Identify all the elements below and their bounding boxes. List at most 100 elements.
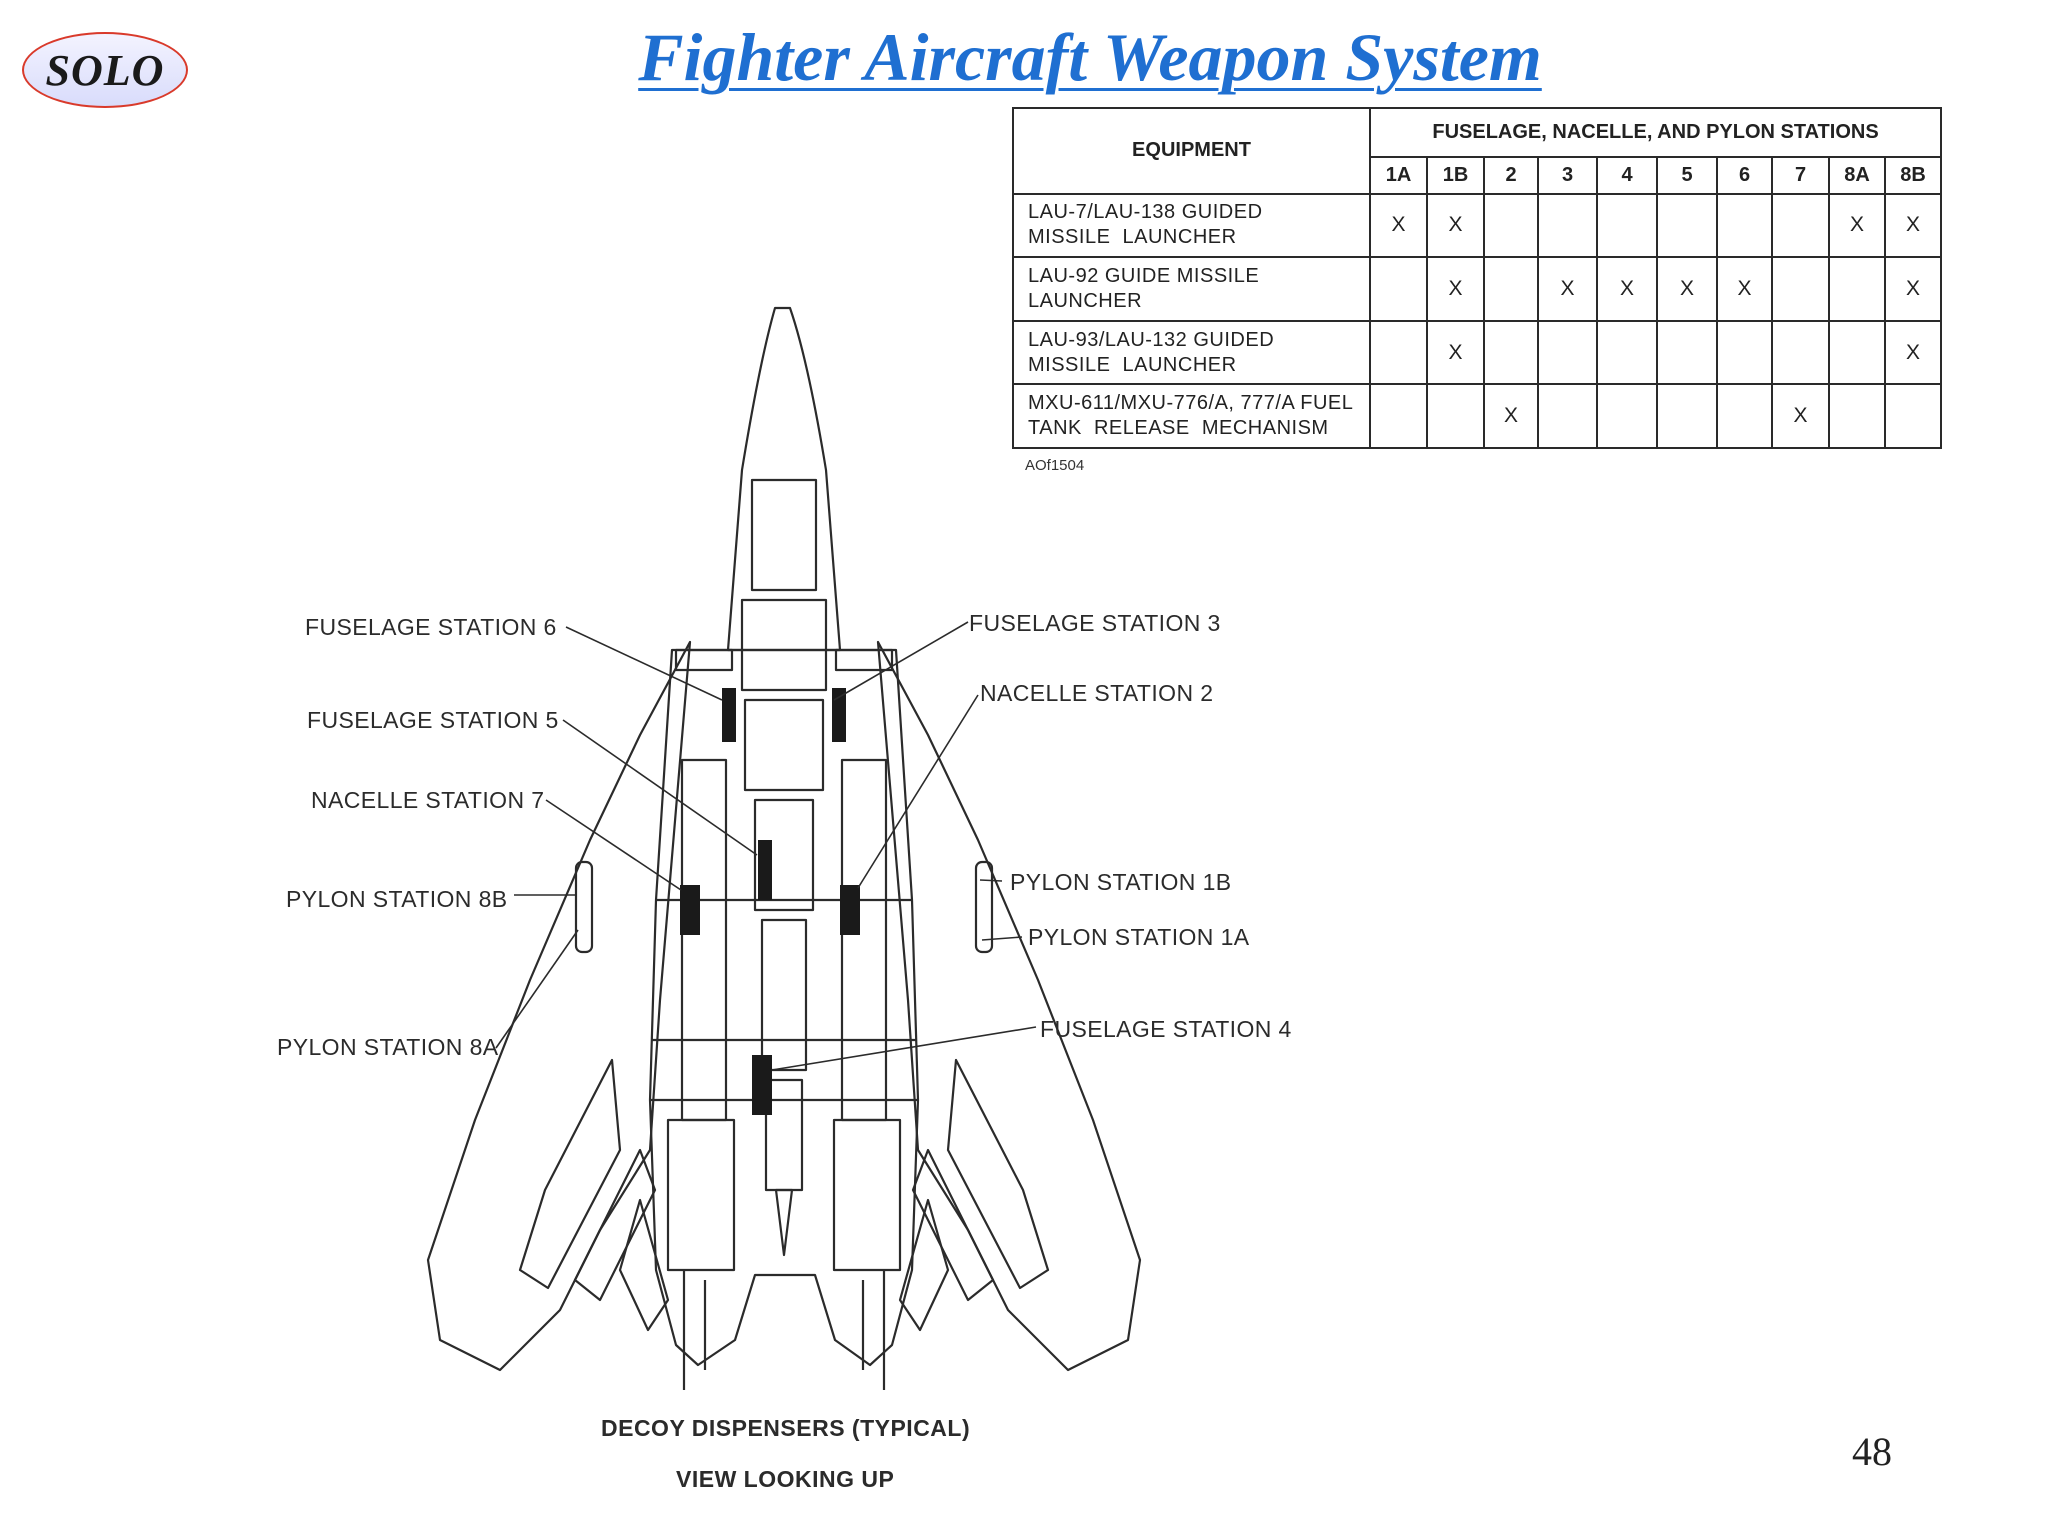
- equipment-station-table: EQUIPMENT FUSELAGE, NACELLE, AND PYLON S…: [1012, 107, 1943, 449]
- label-pylon-station-1b: PYLON STATION 1B: [1010, 869, 1232, 895]
- station-mark-cell: [1369, 383, 1428, 449]
- right-wing: [876, 640, 1142, 1372]
- label-fuselage-station-4: FUSELAGE STATION 4: [1040, 1016, 1292, 1042]
- station-3-mark: [832, 688, 846, 742]
- figure-code: AOf1504: [1025, 457, 1085, 474]
- station-header: 5: [1656, 155, 1718, 195]
- equipment-line-2: MISSILE LAUNCHER: [1028, 353, 1237, 376]
- station-header: 1A: [1369, 155, 1428, 195]
- station-mark-cell: [1369, 256, 1428, 322]
- label-pylon-station-1a: PYLON STATION 1A: [1028, 924, 1250, 950]
- station-header: 3: [1537, 155, 1598, 195]
- leader-lines: [495, 621, 1037, 1071]
- station-mark-cell: [1483, 256, 1539, 322]
- station-header: 7: [1771, 155, 1830, 195]
- label-fuselage-station-3: FUSELAGE STATION 3: [969, 610, 1221, 636]
- station-4-mark: [752, 1055, 772, 1115]
- label-nacelle-station-7: NACELLE STATION 7: [311, 787, 545, 813]
- station-mark-cell: [1828, 256, 1886, 322]
- station-mark-cell: X: [1483, 383, 1539, 449]
- caption-view-looking-up: VIEW LOOKING UP: [676, 1466, 895, 1492]
- station-2-mark: [840, 885, 860, 935]
- station-mark-cell: [1716, 383, 1773, 449]
- station-mark-cell: X: [1716, 256, 1773, 322]
- station-mark-cell: X: [1426, 256, 1485, 322]
- station-5-mark: [758, 840, 772, 900]
- label-nacelle-station-2: NACELLE STATION 2: [980, 680, 1214, 706]
- station-mark-cell: [1369, 319, 1428, 386]
- station-mark-cell: [1828, 383, 1886, 449]
- station-header: 8B: [1883, 155, 1943, 195]
- station-mark-cell: [1596, 383, 1658, 449]
- page-title: Fighter Aircraft Weapon System: [638, 19, 1542, 95]
- station-6-mark: [722, 688, 736, 742]
- station-mark-cell: [1716, 192, 1773, 259]
- station-marks: [680, 688, 860, 1115]
- table-header-row: EQUIPMENT FUSELAGE, NACELLE, AND PYLON S…: [1012, 107, 1943, 195]
- station-mark-cell: [1656, 192, 1718, 259]
- station-mark-cell: [1483, 192, 1539, 259]
- station-mark-cell: [1537, 383, 1598, 449]
- station-mark-cell: X: [1771, 383, 1830, 449]
- station-mark-cell: [1596, 319, 1658, 386]
- center-body: [648, 648, 920, 1367]
- equipment-line-1: MXU-611/MXU-776/A, 777/A FUEL: [1028, 392, 1354, 415]
- station-7-mark: [680, 885, 700, 935]
- station-header: 1B: [1426, 155, 1485, 195]
- station-header: 4: [1596, 155, 1658, 195]
- station-mark-cell: [1656, 319, 1718, 386]
- station-mark-cell: X: [1883, 319, 1943, 386]
- page-number: 48: [1852, 1429, 1892, 1474]
- equipment-line-1: LAU-92 GUIDE MISSILE: [1028, 265, 1260, 287]
- station-mark-cell: X: [1883, 256, 1943, 322]
- station-header: 2: [1483, 155, 1539, 195]
- equipment-header: EQUIPMENT: [1012, 107, 1371, 195]
- station-mark-cell: [1828, 319, 1886, 386]
- station-mark-cell: [1716, 319, 1773, 386]
- stations-header: FUSELAGE, NACELLE, AND PYLON STATIONS: [1368, 107, 1943, 158]
- station-mark-cell: [1771, 319, 1830, 386]
- left-wing: [426, 640, 692, 1372]
- equipment-line-1: LAU-7/LAU-138 GUIDED: [1028, 201, 1263, 224]
- equipment-line-2: MISSILE LAUNCHER: [1028, 226, 1237, 249]
- station-mark-cell: X: [1828, 192, 1886, 259]
- station-mark-cell: [1771, 256, 1830, 322]
- label-fuselage-station-5: FUSELAGE STATION 5: [307, 707, 559, 733]
- aircraft-outline: [426, 306, 1142, 1390]
- caption-decoy-dispensers: DECOY DISPENSERS (TYPICAL): [601, 1415, 971, 1441]
- equipment-line-1: LAU-93/LAU-132 GUIDED: [1028, 328, 1275, 351]
- station-mark-cell: [1771, 192, 1830, 259]
- station-mark-cell: X: [1369, 192, 1428, 259]
- station-mark-cell: X: [1883, 192, 1943, 259]
- nose: [726, 306, 842, 652]
- solo-logo: SOLO: [22, 32, 188, 108]
- station-mark-cell: X: [1426, 192, 1485, 259]
- label-pylon-station-8b: PYLON STATION 8B: [286, 886, 508, 912]
- label-pylon-station-8a: PYLON STATION 8A: [277, 1034, 499, 1060]
- station-mark-cell: [1483, 319, 1539, 386]
- logo-text: SOLO: [45, 45, 165, 95]
- station-mark-cell: X: [1596, 256, 1658, 322]
- station-mark-cell: [1426, 383, 1485, 449]
- station-mark-cell: X: [1656, 256, 1718, 322]
- station-mark-cell: [1537, 192, 1598, 259]
- label-fuselage-station-6: FUSELAGE STATION 6: [305, 614, 557, 640]
- equipment-line-2: TANK RELEASE MECHANISM: [1028, 417, 1329, 440]
- station-mark-cell: [1537, 319, 1598, 386]
- station-mark-cell: X: [1426, 319, 1485, 386]
- station-mark-cell: [1656, 383, 1718, 449]
- station-mark-cell: X: [1537, 256, 1598, 322]
- station-header: 8A: [1828, 155, 1886, 195]
- station-mark-cell: [1596, 192, 1658, 259]
